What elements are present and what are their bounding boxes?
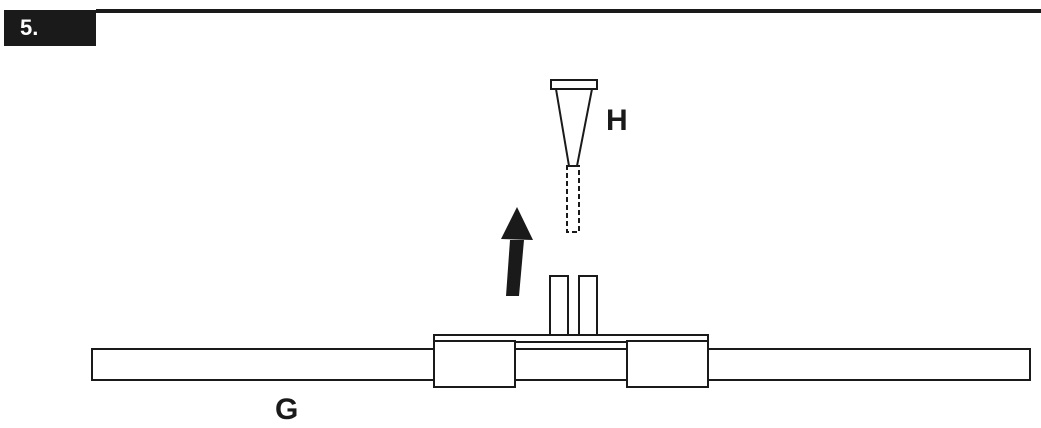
clamp-block-right bbox=[626, 340, 709, 388]
part-h-cap bbox=[550, 79, 598, 90]
part-label-g: G bbox=[275, 393, 299, 426]
top-plate bbox=[433, 334, 709, 343]
step-number-badge: 5. bbox=[4, 10, 96, 46]
tab-right bbox=[578, 275, 598, 336]
tab-left bbox=[549, 275, 569, 336]
part-label-h: H bbox=[606, 104, 628, 137]
clamp-block-left bbox=[433, 340, 516, 388]
part-h-body bbox=[554, 88, 594, 167]
part-h-dashed-tip bbox=[566, 165, 580, 233]
rail-g bbox=[91, 348, 1031, 381]
header-rule bbox=[96, 9, 1041, 13]
up-arrow-icon bbox=[501, 207, 533, 296]
